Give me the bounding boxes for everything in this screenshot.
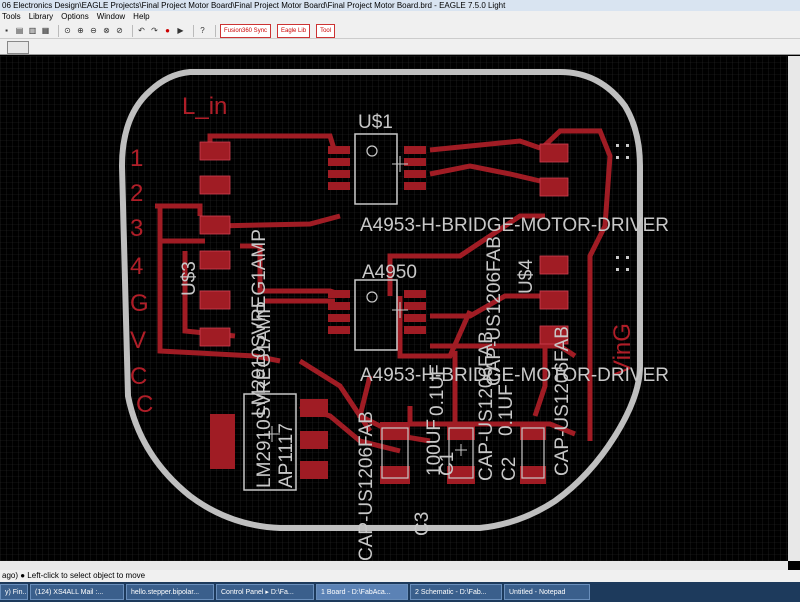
left-connector-pads [199, 141, 231, 347]
label-cap-pkg-3: CAP-US1206FAB [552, 326, 573, 476]
label-c1-value: 0.1UF [427, 364, 448, 416]
pours [210, 414, 235, 469]
label-ving: VinG [609, 323, 636, 376]
label-pin-v: V [130, 327, 146, 354]
label-pin-2: 2 [130, 180, 143, 207]
u2-pin1-marker [366, 291, 378, 303]
label-u4: U$4 [516, 259, 537, 294]
capacitor-outlines [381, 427, 545, 479]
toolbar-divider [58, 24, 59, 37]
label-c2-value: 0.1UF [496, 384, 517, 436]
label-cap-pkg-1: CAP-US1206FAB [356, 411, 377, 561]
right-connector-pads [539, 143, 569, 345]
zoom-fit-icon[interactable]: ⊙ [64, 26, 71, 35]
grid-background [0, 56, 788, 561]
status-bar: ago) ● Left-click to select object to mo… [0, 570, 800, 582]
label-cap-pkg-2: CAP-US1206FAB [476, 331, 497, 481]
taskbar-item-board[interactable]: 1 Board - D:\FabAca... [316, 584, 408, 600]
label-pin-4: 4 [130, 253, 143, 280]
vin-connector-dots [616, 144, 629, 271]
label-c3: C3 [412, 512, 433, 536]
capacitor-pads [380, 422, 546, 484]
toolbar-divider [215, 24, 216, 37]
toolbar-divider [193, 24, 194, 37]
u2-outline [354, 279, 398, 351]
label-u3-value: LM2910SVREG1AMP [249, 229, 270, 416]
fusion-sync-button[interactable]: Fusion360 Sync [220, 23, 272, 38]
menu-window[interactable]: Window [96, 12, 126, 21]
u1-pads [328, 146, 426, 190]
eagle-lib-button[interactable]: Eagle Lib [277, 23, 311, 38]
pcb-layout: L_in 1 2 3 4 G V C C VinG U$1 A4953-H-BR… [0, 56, 788, 561]
redo-icon[interactable]: ↷ [151, 26, 158, 35]
help-icon[interactable]: ? [200, 26, 205, 35]
copper-traces [155, 128, 613, 454]
label-pin-1: 1 [130, 145, 143, 172]
zoom-select-icon[interactable]: ⊗ [103, 26, 110, 35]
taskbar-item-browser[interactable]: hello.stepper.bipolar... [126, 584, 214, 600]
origin-crosses [264, 156, 467, 456]
main-toolbar: ▪ ▤ ▥ ▦ ⊙ ⊕ ⊖ ⊗ ⊘ ↶ ↷ ● ▶ ? Fusion360 Sy… [0, 23, 800, 39]
u2-pads [328, 290, 426, 334]
script-icon[interactable]: ▦ [41, 26, 50, 35]
layer-toolbar [0, 39, 800, 55]
layer-display-button[interactable] [7, 41, 29, 54]
label-pin-c1: C [130, 363, 147, 390]
label-pin-g: G [130, 290, 149, 317]
menu-help[interactable]: Help [133, 12, 150, 21]
menu-library[interactable]: Library [28, 12, 54, 21]
regulator-outline [243, 393, 297, 491]
zoom-in-icon[interactable]: ⊕ [77, 26, 84, 35]
taskbar-item-mail[interactable]: (124) XS4ALL Mail :... [30, 584, 124, 600]
menu-tools[interactable]: Tools [2, 12, 21, 21]
menu-bar: Tools Library Options Window Help [0, 11, 800, 23]
cam-icon[interactable]: ▥ [28, 26, 37, 35]
taskbar-item-control-panel[interactable]: Control Panel ▸ D:\Fa... [216, 584, 314, 600]
red-labels: L_in 1 2 3 4 G V C C VinG [130, 93, 636, 418]
label-c2: C2 [499, 457, 520, 481]
zoom-out-icon[interactable]: ⊖ [90, 26, 97, 35]
tool-button[interactable]: Tool [316, 23, 336, 38]
component-labels: U$1 A4953-H-BRIDGE-MOTOR-DRIVER A4950 A4… [179, 112, 669, 561]
toolbar-divider [132, 24, 133, 37]
label-u3: U$3 [179, 261, 200, 296]
horizontal-scrollbar[interactable] [0, 561, 788, 570]
label-c1: C1 [437, 452, 458, 476]
redraw-icon[interactable]: ⊘ [116, 26, 123, 35]
stop-icon[interactable]: ● [165, 26, 170, 35]
regulator-tab-pad [210, 414, 235, 469]
vertical-scrollbar[interactable] [788, 56, 800, 561]
menu-options[interactable]: Options [61, 12, 89, 21]
label-u1-value: A4953-H-BRIDGE-MOTOR-DRIVER [360, 215, 669, 236]
print-icon[interactable]: ▤ [15, 26, 24, 35]
label-regulator-value: AP1117 [276, 423, 297, 488]
label-regulator-name: LM2910SVREG1AMP [254, 301, 275, 488]
go-icon[interactable]: ▶ [177, 26, 184, 35]
board-canvas[interactable]: L_in 1 2 3 4 G V C C VinG U$1 A4953-H-BR… [0, 56, 788, 561]
label-c3-value: 100UF [424, 419, 445, 476]
label-pin-c2: C [136, 391, 153, 418]
label-l-in: L_in [182, 93, 227, 120]
regulator-pads [300, 399, 328, 479]
windows-taskbar: y) Fin... (124) XS4ALL Mail :... hello.s… [0, 582, 800, 602]
taskbar-item-partial[interactable]: y) Fin... [0, 584, 28, 600]
label-c2-pkg: CAP-US1206FAB [484, 236, 505, 386]
label-u2-value: A4953-H-BRIDGE-MOTOR-DRIVER [360, 365, 669, 386]
board-outline [118, 69, 643, 531]
save-icon[interactable]: ▪ [5, 26, 8, 35]
u1-pin1-marker [366, 145, 378, 157]
u1-outline [354, 133, 398, 205]
label-u2-name: A4950 [362, 262, 417, 283]
undo-icon[interactable]: ↶ [138, 26, 145, 35]
taskbar-item-notepad[interactable]: Untitled - Notepad [504, 584, 590, 600]
window-title: 06 Electronics Design\EAGLE Projects\Fin… [0, 0, 800, 11]
label-u1: U$1 [358, 112, 393, 133]
label-pin-3: 3 [130, 215, 143, 242]
taskbar-item-schematic[interactable]: 2 Schematic - D:\Fab... [410, 584, 502, 600]
